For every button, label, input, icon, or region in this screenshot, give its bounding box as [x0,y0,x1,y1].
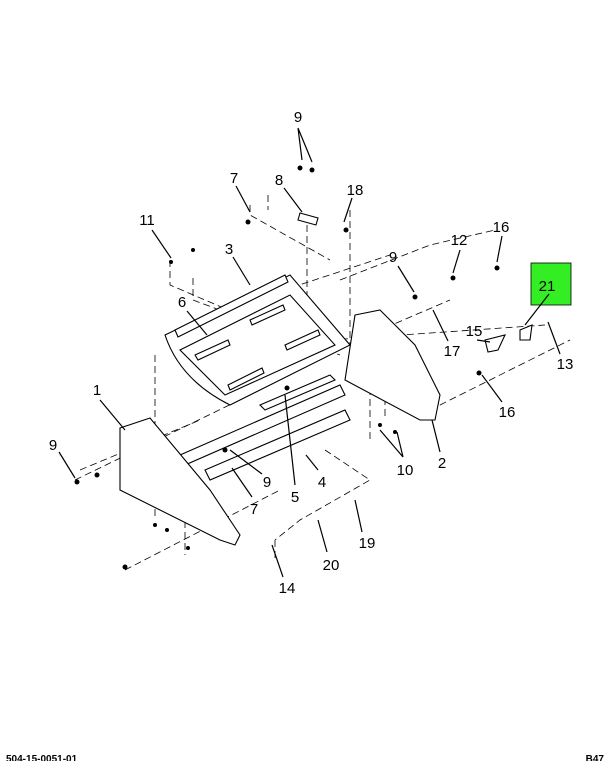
callout-6[interactable]: 6 [178,294,186,311]
bracket-part-8 [297,212,319,226]
callout-18[interactable]: 18 [347,182,364,199]
callout-8[interactable]: 8 [275,172,283,189]
callout-1[interactable]: 1 [93,382,101,399]
bracket-part-2 [344,309,441,421]
callout-7[interactable]: 7 [230,170,238,187]
callout-15[interactable]: 15 [466,323,483,340]
callout-9[interactable]: 9 [389,249,397,266]
clip-part-21 [519,324,533,341]
callout-19[interactable]: 19 [359,535,376,552]
frame-parts [119,212,533,546]
callout-16[interactable]: 16 [493,219,510,236]
callout-7[interactable]: 7 [250,501,258,518]
crossbar-part-5 [259,374,336,411]
callout-20[interactable]: 20 [323,557,340,574]
callout-9[interactable]: 9 [263,474,271,491]
callout-13[interactable]: 13 [557,356,574,373]
callout-3[interactable]: 3 [225,241,233,258]
callout-21[interactable]: 21 [539,278,556,295]
callouts: 9 7 8 18 11 3 12 16 9 21 6 15 17 13 1 16… [49,109,574,597]
callout-10[interactable]: 10 [397,462,414,479]
callout-11[interactable]: 11 [139,212,155,229]
callout-14[interactable]: 14 [279,580,296,597]
bracket-part-1 [119,417,241,546]
callout-9[interactable]: 9 [49,437,57,454]
callout-2[interactable]: 2 [438,455,446,472]
callout-9[interactable]: 9 [294,109,302,126]
callout-16[interactable]: 16 [499,404,516,421]
highlight-box-21[interactable] [530,262,572,306]
callout-5[interactable]: 5 [291,489,299,506]
leader-lines [58,127,561,578]
clip-part-15 [484,334,506,353]
drawing-number: 504-15-0051-01 [6,754,78,761]
callout-12[interactable]: 12 [451,232,468,249]
callout-17[interactable]: 17 [444,343,461,360]
sheet-code: B47 [585,754,604,761]
fasteners [74,165,500,570]
callout-4[interactable]: 4 [318,474,326,491]
